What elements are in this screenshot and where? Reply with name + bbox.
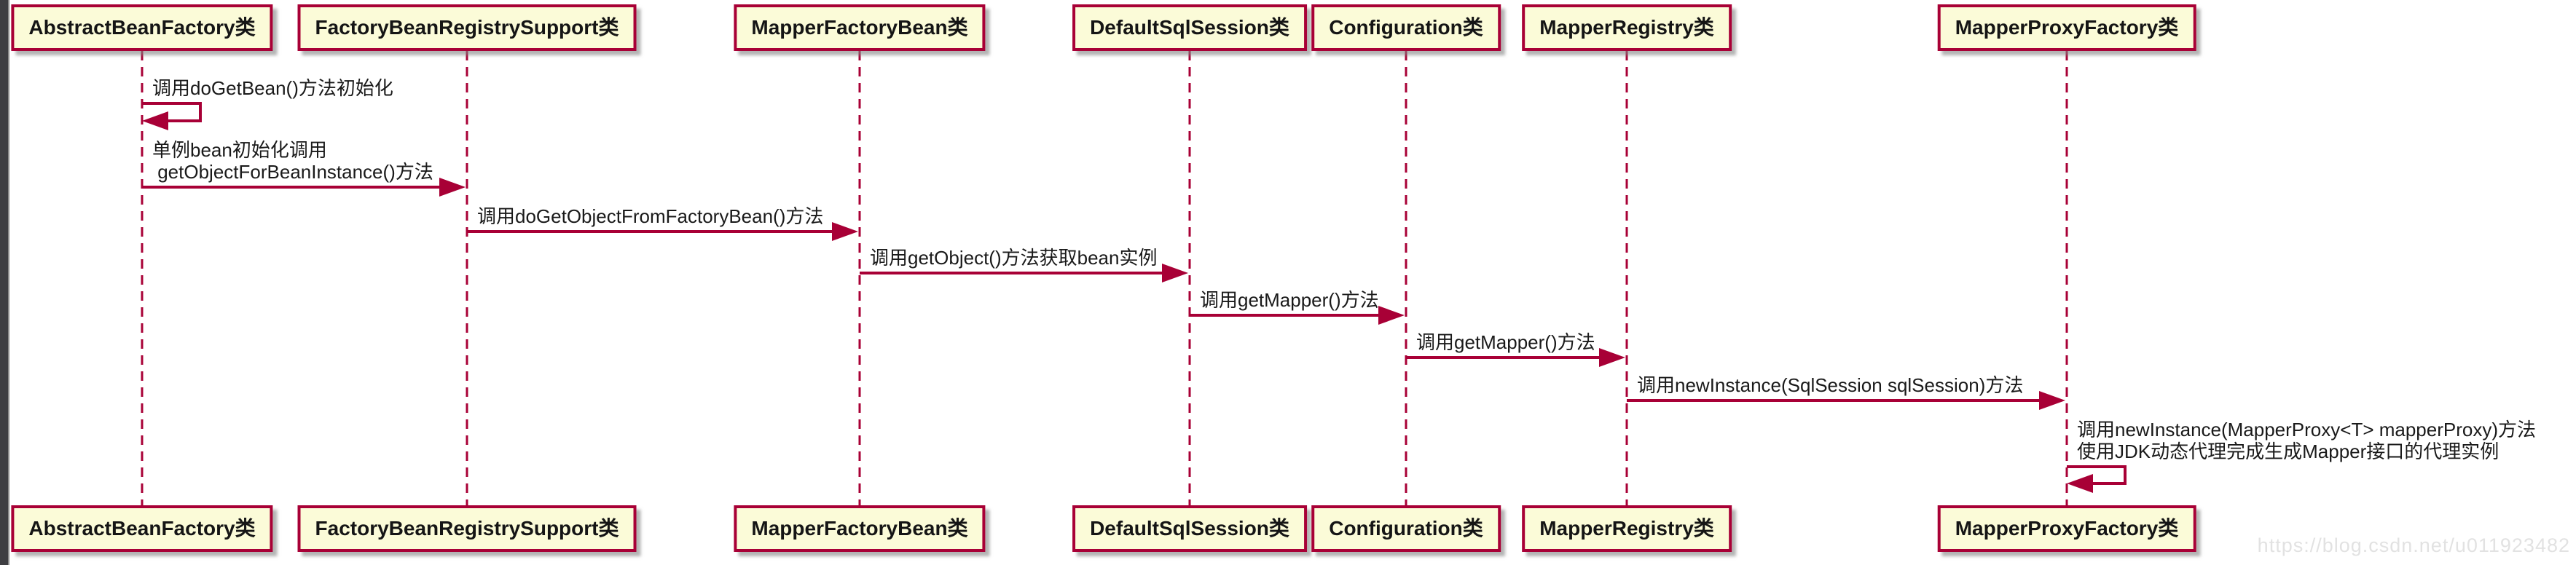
self-message-label: 调用newInstance(MapperProxy<T> mapperProxy… bbox=[2077, 419, 2537, 462]
participant-box-top: MapperProxyFactory类 bbox=[1937, 4, 2196, 51]
lifeline bbox=[141, 51, 144, 505]
arrowhead-left-icon bbox=[2067, 474, 2093, 493]
participant-box-bottom: MapperRegistry类 bbox=[1522, 505, 1732, 552]
participant-box-bottom: MapperProxyFactory类 bbox=[1937, 505, 2196, 552]
watermark-url: https://blog.csdn.net/u011923482 bbox=[2257, 534, 2570, 556]
participant-box-top: DefaultSqlSession类 bbox=[1072, 4, 1307, 51]
message-label: 单例bean初始化调用 getObjectForBeanInstance()方法 bbox=[152, 139, 433, 183]
lifeline bbox=[1188, 51, 1191, 505]
lifeline bbox=[466, 51, 468, 505]
participant-box-top: MapperFactoryBean类 bbox=[734, 4, 986, 51]
participant-box-bottom: AbstractBeanFactory类 bbox=[11, 505, 273, 552]
message-arrow-line bbox=[1627, 399, 2061, 402]
arrowhead-right-icon bbox=[439, 178, 466, 197]
self-message-loop bbox=[2124, 465, 2127, 485]
message-label: 调用doGetObjectFromFactoryBean()方法 bbox=[477, 205, 824, 227]
arrowhead-left-icon bbox=[142, 111, 168, 130]
lifeline bbox=[2065, 51, 2068, 505]
arrowhead-right-icon bbox=[1599, 348, 1625, 367]
self-message-loop bbox=[164, 119, 202, 122]
message-arrow-line bbox=[1406, 356, 1621, 359]
participant-box-bottom: DefaultSqlSession类 bbox=[1072, 505, 1307, 552]
arrowhead-right-icon bbox=[1162, 264, 1188, 282]
participant-box-top: MapperRegistry类 bbox=[1522, 4, 1732, 51]
participant-box-top: AbstractBeanFactory类 bbox=[11, 4, 273, 51]
participant-box-top: FactoryBeanRegistrySupport类 bbox=[297, 4, 637, 51]
message-label: 调用getMapper()方法 bbox=[1416, 331, 1595, 353]
message-arrow-line bbox=[1190, 314, 1400, 317]
self-message-loop bbox=[2089, 482, 2127, 485]
message-arrow-line bbox=[142, 186, 461, 189]
self-message-loop bbox=[199, 102, 202, 122]
message-label: 调用getMapper()方法 bbox=[1200, 289, 1379, 311]
participant-box-bottom: Configuration类 bbox=[1311, 505, 1501, 552]
lifeline bbox=[1405, 51, 1407, 505]
participant-box-top: Configuration类 bbox=[1311, 4, 1501, 51]
lifeline bbox=[1625, 51, 1628, 505]
arrowhead-right-icon bbox=[1378, 306, 1405, 325]
message-arrow-line bbox=[467, 230, 854, 233]
message-arrow-line bbox=[860, 272, 1184, 274]
participant-box-bottom: MapperFactoryBean类 bbox=[734, 505, 986, 552]
message-label: 调用getObject()方法获取bean实例 bbox=[870, 247, 1158, 269]
self-message-label: 调用doGetBean()方法初始化 bbox=[152, 77, 393, 99]
window-left-edge bbox=[0, 0, 9, 565]
lifeline bbox=[858, 51, 861, 505]
message-label: 调用newInstance(SqlSession sqlSession)方法 bbox=[1637, 374, 2024, 396]
arrowhead-right-icon bbox=[832, 222, 858, 241]
participant-box-bottom: FactoryBeanRegistrySupport类 bbox=[297, 505, 637, 552]
self-message-loop bbox=[142, 102, 202, 105]
self-message-loop bbox=[2067, 465, 2127, 468]
arrowhead-right-icon bbox=[2039, 391, 2065, 410]
